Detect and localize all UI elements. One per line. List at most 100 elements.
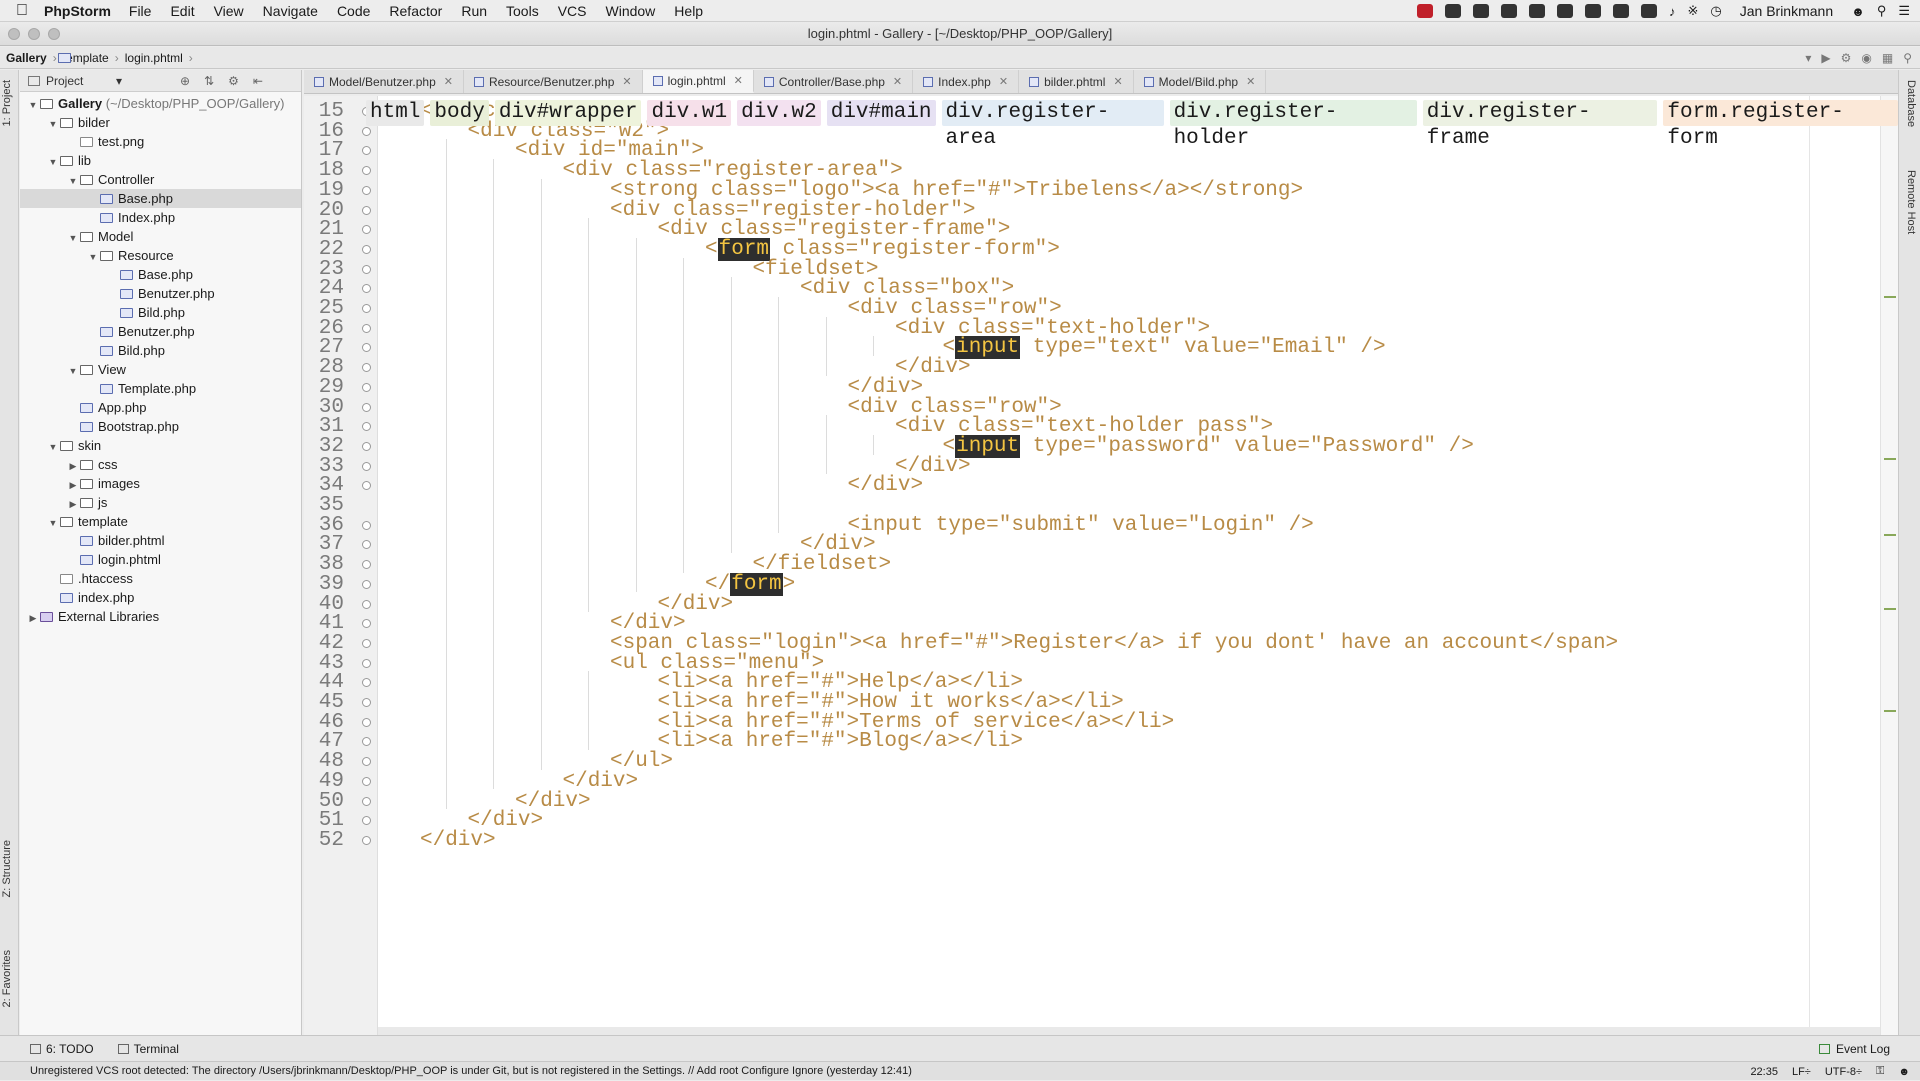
tool-window-structure[interactable]: Z: Structure bbox=[1, 840, 13, 898]
fold-icon[interactable] bbox=[362, 461, 371, 471]
fold-icon[interactable] bbox=[362, 619, 371, 629]
chevron-right-icon[interactable]: ▶ bbox=[69, 480, 77, 490]
time-machine-icon[interactable]: ◷ bbox=[1710, 3, 1722, 18]
hide-icon[interactable]: ⇤ bbox=[252, 73, 263, 88]
code-line[interactable]: </div> bbox=[563, 770, 639, 794]
lock-icon[interactable]: ⚿ bbox=[1876, 1065, 1885, 1077]
code-line[interactable]: </form> bbox=[705, 572, 795, 597]
tool-window-favorites[interactable]: 2: Favorites bbox=[1, 950, 13, 1008]
file-encoding[interactable]: UTF-8÷ bbox=[1824, 1065, 1863, 1078]
fold-icon[interactable] bbox=[362, 422, 371, 432]
close-icon[interactable]: ✕ bbox=[733, 75, 743, 87]
tag-breadcrumb[interactable]: div.register-frame bbox=[1422, 100, 1658, 150]
chevron-down-icon[interactable]: ▼ bbox=[48, 119, 58, 129]
fold-icon[interactable] bbox=[362, 678, 371, 688]
fold-icon[interactable] bbox=[362, 323, 371, 333]
fold-icon[interactable] bbox=[362, 638, 371, 648]
chevron-right-icon[interactable]: ▶ bbox=[69, 499, 77, 509]
fold-icon[interactable] bbox=[362, 796, 371, 806]
code-line[interactable]: <li><a href="#">Terms of service</a></li… bbox=[658, 711, 1175, 735]
close-icon[interactable]: ✕ bbox=[1246, 76, 1256, 88]
menu-help[interactable]: Help bbox=[674, 2, 704, 19]
fold-icon[interactable] bbox=[362, 835, 371, 845]
volume-icon[interactable]: ♪ bbox=[1668, 3, 1676, 19]
fold-icon[interactable] bbox=[362, 441, 371, 451]
tree-item-template-php[interactable]: Template.php bbox=[20, 379, 301, 398]
minimize-window-button[interactable] bbox=[28, 28, 40, 40]
search-icon[interactable]: ⚲ bbox=[1903, 51, 1912, 65]
fold-icon[interactable] bbox=[362, 205, 371, 215]
fold-icon[interactable] bbox=[362, 757, 371, 767]
shield-icon[interactable] bbox=[1640, 4, 1657, 18]
chevron-down-icon[interactable]: ▼ bbox=[68, 366, 78, 376]
dropbox-icon[interactable] bbox=[1444, 4, 1461, 18]
evernote-icon[interactable] bbox=[1612, 4, 1629, 18]
code-line[interactable]: </fieldset> bbox=[753, 553, 892, 577]
horizontal-scrollbar[interactable] bbox=[378, 1027, 1880, 1035]
menu-tools[interactable]: Tools bbox=[506, 2, 539, 19]
tag-breadcrumb[interactable]: body bbox=[430, 100, 489, 126]
code-line[interactable]: </div> bbox=[468, 809, 544, 833]
drive-icon[interactable] bbox=[1472, 4, 1489, 18]
tree-item-bild-php[interactable]: Bild.php bbox=[20, 341, 301, 360]
code-line[interactable]: <div class="row"> bbox=[848, 396, 1062, 420]
chevron-down-icon[interactable]: ▼ bbox=[48, 442, 58, 452]
tree-item-external-libraries[interactable]: ▶External Libraries bbox=[20, 607, 301, 626]
change-marker[interactable] bbox=[1884, 608, 1896, 610]
fold-icon[interactable] bbox=[362, 185, 371, 195]
tree-item-bilder-phtml[interactable]: bilder.phtml bbox=[20, 531, 301, 550]
menu-view[interactable]: View bbox=[213, 2, 244, 19]
zoom-window-button[interactable] bbox=[48, 28, 60, 40]
code-line[interactable]: <input type="password" value="Password" … bbox=[943, 434, 1474, 459]
chevron-down-icon[interactable]: ▼ bbox=[68, 233, 78, 243]
close-icon[interactable]: ✕ bbox=[443, 76, 453, 88]
breadcrumb-template[interactable]: template› bbox=[58, 51, 119, 65]
fold-icon[interactable] bbox=[362, 816, 371, 826]
chevron-down-icon[interactable]: ▼ bbox=[88, 252, 98, 262]
code-line[interactable]: <div class="row"> bbox=[848, 297, 1062, 321]
code-line[interactable]: </div> bbox=[848, 376, 924, 400]
tree-item-login-phtml[interactable]: login.phtml bbox=[20, 550, 301, 569]
chevron-down-icon[interactable]: ▼ bbox=[68, 176, 78, 186]
tree-item-images[interactable]: ▶images bbox=[20, 474, 301, 493]
change-marker[interactable] bbox=[1884, 710, 1896, 712]
editor-tab[interactable]: Controller/Base.php✕ bbox=[754, 70, 914, 93]
tree-item-index-php[interactable]: Index.php bbox=[20, 208, 301, 227]
locate-icon[interactable]: ⊕ bbox=[180, 73, 191, 88]
code-area[interactable]: 15<div class="w1">16<div class="w2">17<d… bbox=[304, 96, 1898, 1035]
tool-window-todo[interactable]: 6: TODO bbox=[30, 1042, 94, 1056]
code-line[interactable]: </div> bbox=[895, 455, 971, 479]
fold-icon[interactable] bbox=[362, 540, 371, 550]
fold-icon[interactable] bbox=[362, 737, 371, 747]
notification-center-icon[interactable]: ☰ bbox=[1898, 3, 1910, 18]
code-line[interactable]: <div class="register-holder"> bbox=[610, 199, 975, 223]
menu-code[interactable]: Code bbox=[336, 2, 371, 19]
tool-window-database[interactable]: Database bbox=[1905, 80, 1917, 128]
code-line[interactable]: <li><a href="#">Help</a></li> bbox=[658, 671, 1023, 695]
menu-navigate[interactable]: Navigate bbox=[262, 2, 318, 19]
breadcrumb-gallery[interactable]: Gallery› bbox=[6, 51, 71, 65]
tree-item-index-php[interactable]: index.php bbox=[20, 588, 301, 607]
code-line[interactable]: <div class="register-area"> bbox=[563, 159, 903, 183]
vcs-icon[interactable]: ▦ bbox=[1881, 51, 1894, 65]
fold-icon[interactable] bbox=[362, 343, 371, 353]
tree-item-test-png[interactable]: test.png bbox=[20, 132, 301, 151]
project-view-dropdown[interactable]: Project▾ bbox=[46, 74, 122, 88]
fold-icon[interactable] bbox=[362, 599, 371, 609]
record-icon[interactable] bbox=[1416, 4, 1433, 18]
tool-window-project[interactable]: 1: Project bbox=[1, 80, 13, 127]
code-line[interactable]: </div> bbox=[610, 612, 686, 636]
close-icon[interactable]: ✕ bbox=[1113, 76, 1123, 88]
code-line[interactable]: </div> bbox=[515, 790, 591, 814]
code-line[interactable]: <li><a href="#">Blog</a></li> bbox=[658, 730, 1023, 754]
chevron-down-icon[interactable]: ▼ bbox=[48, 157, 58, 167]
fold-icon[interactable] bbox=[362, 284, 371, 294]
tree-item-bootstrap-php[interactable]: Bootstrap.php bbox=[20, 417, 301, 436]
tag-breadcrumb[interactable]: div.register-area bbox=[941, 100, 1164, 150]
change-marker[interactable] bbox=[1884, 296, 1896, 298]
cloud-icon[interactable] bbox=[1584, 4, 1601, 18]
tree-item-benutzer-php[interactable]: Benutzer.php bbox=[20, 284, 301, 303]
code-line[interactable]: </div> bbox=[420, 829, 496, 853]
fold-icon[interactable] bbox=[362, 225, 371, 235]
